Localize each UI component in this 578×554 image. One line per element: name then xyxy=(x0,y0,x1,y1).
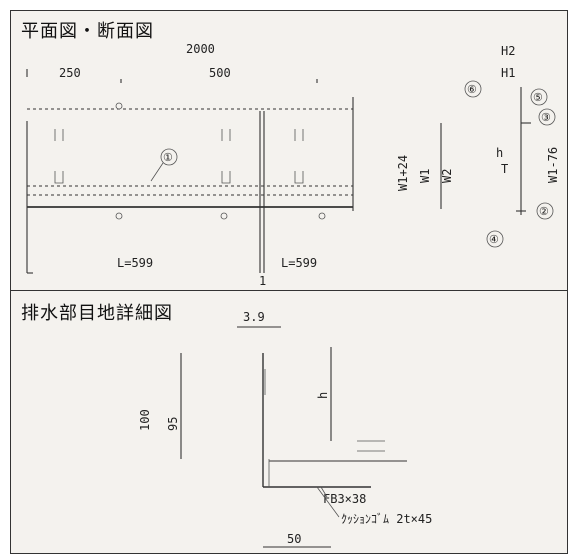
bracket xyxy=(221,129,231,184)
cover-detail xyxy=(357,440,385,452)
dim-h1: H1 xyxy=(501,66,515,80)
callout-6-circle xyxy=(464,80,482,98)
bolt xyxy=(318,212,326,220)
bracket xyxy=(54,129,64,184)
callout-6: ⑥ xyxy=(467,83,477,96)
dim-h2: H2 xyxy=(501,44,515,58)
dim-w1: W1 xyxy=(418,169,432,183)
dim-w1-minus: W1-76 xyxy=(546,147,560,183)
dim-top: 3.9 xyxy=(243,310,265,324)
drain-detail-title: 排水部目地詳細図 xyxy=(21,303,173,324)
bolt xyxy=(115,102,123,110)
bolt xyxy=(220,212,228,220)
plan-section-title: 平面図・断面図 xyxy=(21,21,154,42)
dim-middle: 500 xyxy=(209,66,231,80)
dim-left: 250 xyxy=(59,66,81,80)
callout-4-circle xyxy=(486,230,504,248)
callout-1: ① xyxy=(163,151,173,164)
drain-detail-drawing: 3.9 100 95 h FB3×38 ｸｯｼｮﾝｺﾞﾑ 2t×45 50 xyxy=(138,310,432,548)
callout-5-circle xyxy=(530,88,548,106)
label-cushion-rubber: ｸｯｼｮﾝｺﾞﾑ 2t×45 xyxy=(341,512,432,526)
dim-bottom: 50 xyxy=(287,532,301,546)
dim-h: h xyxy=(316,392,330,399)
drain-detail-panel: 排水部目地詳細図 3.9 100 95 h FB3×38 ｸｯｼｮﾝｺﾞﾑ 2t… xyxy=(10,290,568,554)
callout-2-circle xyxy=(536,202,554,220)
dim-w1-plus: W1+24 xyxy=(396,155,410,191)
cushion-leader xyxy=(316,486,340,518)
callout-3: ③ xyxy=(541,111,551,124)
bolt xyxy=(115,212,123,220)
callout-1-leader xyxy=(150,162,164,182)
dim-w2: W2 xyxy=(440,169,454,183)
plan-section-panel: 平面図・断面図 2000 250 500 xyxy=(10,10,568,292)
callout-3-circle xyxy=(538,108,556,126)
callout-2: ② xyxy=(539,205,549,218)
dim-inner-height: 95 xyxy=(166,417,180,431)
dim-h: h xyxy=(496,146,503,160)
length-right: L=599 xyxy=(281,256,317,270)
dim-total-height: 100 xyxy=(138,409,152,431)
length-left: L=599 xyxy=(117,256,153,270)
dim-overall: 2000 xyxy=(186,42,215,56)
label-flat-bar: FB3×38 xyxy=(323,492,366,506)
flat-bar-leader xyxy=(320,486,328,498)
bracket xyxy=(294,129,304,184)
plan-section-drawing: 2000 250 500 ① xyxy=(26,42,560,288)
callout-1-circle xyxy=(160,148,178,166)
callout-5: ⑤ xyxy=(533,91,543,104)
callout-4: ④ xyxy=(489,233,499,246)
joint-gap: 1 xyxy=(259,274,266,288)
dim-t: T xyxy=(501,162,508,176)
